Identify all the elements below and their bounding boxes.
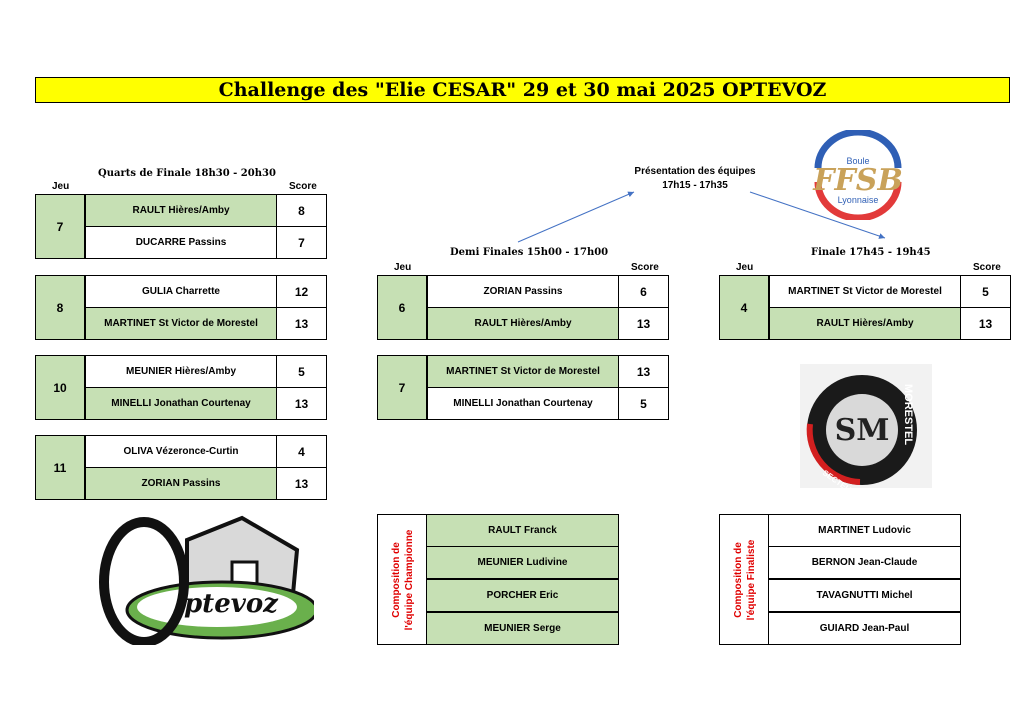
team-score: 8 (276, 194, 327, 227)
team-name: RAULT Hières/Amby (427, 307, 619, 340)
team-name: MINELLI Jonathan Courtenay (85, 387, 277, 420)
arrow-demi-to-presentation (517, 191, 635, 243)
team-name: MEUNIER Hières/Amby (85, 355, 277, 388)
team-name: RAULT Hières/Amby (769, 307, 961, 340)
team-score: 12 (276, 275, 327, 308)
champion-member: MEUNIER Serge (426, 612, 619, 645)
ffsb-bottom-text: Lyonnaise (838, 195, 879, 205)
quarts-score-header: Score (289, 181, 317, 192)
presentation-label: Présentation des équipes 17h15 - 17h35 (620, 165, 770, 193)
champion-member: RAULT Franck (426, 514, 619, 547)
morestel-logo: SM MORESTEL SECTEUR BOULISTE (800, 364, 932, 488)
presentation-title: Présentation des équipes (634, 166, 756, 177)
finaliste-member: GUIARD Jean-Paul (768, 612, 961, 645)
team-name: OLIVA Vézeronce-Curtin (85, 435, 277, 468)
team-score: 13 (618, 307, 669, 340)
morestel-center-text: SM (835, 413, 890, 448)
finaliste-label-line2: l'équipe Finaliste (746, 539, 757, 621)
arrow-presentation-to-finale (749, 191, 886, 239)
optevoz-text: ptevoz (184, 589, 279, 619)
team-score: 4 (276, 435, 327, 468)
demi-section-label: Demi Finales 15h00 - 17h00 (450, 247, 609, 258)
finaliste-member: MARTINET Ludovic (768, 514, 961, 547)
quarts-jeu-header: Jeu (52, 181, 70, 192)
team-score: 13 (276, 307, 327, 340)
team-score: 13 (276, 467, 327, 500)
page-title: Challenge des "Elie CESAR" 29 et 30 mai … (35, 77, 1010, 103)
quarts-match-4: 11 OLIVA Vézeronce-Curtin 4 ZORIAN Passi… (35, 435, 327, 500)
jeu-number: 7 (377, 355, 427, 420)
team-score: 5 (618, 387, 669, 420)
finaliste-label-line1: Composition de (733, 542, 744, 618)
ffsb-logo: Boule FFSB Lyonnaise (812, 130, 903, 220)
quarts-match-2: 8 GULIA Charrette 12 MARTINET St Victor … (35, 275, 327, 340)
champion-label-line2: l'équipe Championne (404, 529, 415, 631)
finale-jeu-header: Jeu (736, 262, 754, 273)
finale-section-label: Finale 17h45 - 19h45 (811, 247, 931, 258)
team-name: MARTINET St Victor de Morestel (427, 355, 619, 388)
team-score: 6 (618, 275, 669, 308)
finale-score-header: Score (973, 262, 1001, 273)
morestel-right-text: MORESTEL (902, 384, 914, 445)
demi-match-1: 6 ZORIAN Passins 6 RAULT Hières/Amby 13 (377, 275, 669, 340)
jeu-number: 11 (35, 435, 85, 500)
quarts-section-label: Quarts de Finale 18h30 - 20h30 (98, 168, 276, 179)
team-name: MARTINET St Victor de Morestel (769, 275, 961, 308)
team-name: MARTINET St Victor de Morestel (85, 307, 277, 340)
optevoz-logo: ptevoz (99, 515, 314, 645)
quarts-match-1: 7 RAULT Hières/Amby 8 DUCARRE Passins 7 (35, 194, 327, 259)
team-score: 5 (276, 355, 327, 388)
team-name: MINELLI Jonathan Courtenay (427, 387, 619, 420)
team-name: GULIA Charrette (85, 275, 277, 308)
champion-label-line1: Composition de (391, 542, 402, 618)
team-name: DUCARRE Passins (85, 226, 277, 259)
demi-score-header: Score (631, 262, 659, 273)
ffsb-main-text: FFSB (812, 163, 903, 198)
quarts-match-3: 10 MEUNIER Hières/Amby 5 MINELLI Jonatha… (35, 355, 327, 420)
champion-member: PORCHER Eric (426, 579, 619, 612)
demi-jeu-header: Jeu (394, 262, 412, 273)
finaliste-member: BERNON Jean-Claude (768, 546, 961, 579)
jeu-number: 6 (377, 275, 427, 340)
team-score: 5 (960, 275, 1011, 308)
finaliste-member: TAVAGNUTTI Michel (768, 579, 961, 612)
jeu-number: 7 (35, 194, 85, 259)
jeu-number: 4 (719, 275, 769, 340)
team-score: 13 (960, 307, 1011, 340)
finale-match: 4 MARTINET St Victor de Morestel 5 RAULT… (719, 275, 1011, 340)
team-score: 13 (618, 355, 669, 388)
presentation-time: 17h15 - 17h35 (662, 180, 728, 191)
team-name: ZORIAN Passins (85, 467, 277, 500)
jeu-number: 8 (35, 275, 85, 340)
team-score: 7 (276, 226, 327, 259)
team-name: ZORIAN Passins (427, 275, 619, 308)
team-name: RAULT Hières/Amby (85, 194, 277, 227)
ffsb-top-text: Boule (846, 156, 869, 166)
team-score: 13 (276, 387, 327, 420)
jeu-number: 10 (35, 355, 85, 420)
champion-member: MEUNIER Ludivine (426, 546, 619, 579)
demi-match-2: 7 MARTINET St Victor de Morestel 13 MINE… (377, 355, 669, 420)
